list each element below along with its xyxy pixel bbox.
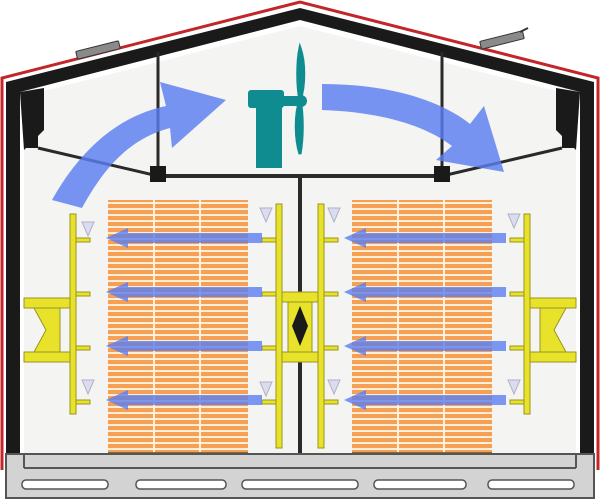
brace-right xyxy=(441,146,563,178)
humidifier-nozzle-icon xyxy=(81,379,95,396)
ceiling-structure xyxy=(37,52,563,468)
airflow-arrow-icon xyxy=(52,82,226,208)
humidifier-nozzle-icon xyxy=(327,379,341,396)
humidifier-nozzle-icon xyxy=(259,207,273,224)
fan-shaft xyxy=(282,96,300,106)
stack-airflow-right xyxy=(344,228,506,410)
airflow-arrow-icon xyxy=(344,282,506,302)
roof-cladding xyxy=(0,0,600,470)
heater-rail-icon xyxy=(275,203,283,449)
humidifier-nozzles xyxy=(81,207,521,398)
airflow-arrow-icon xyxy=(106,282,262,302)
fan-motor-icon xyxy=(256,100,282,168)
heater-rail-left xyxy=(23,213,91,415)
humidifier-nozzle-icon xyxy=(81,221,95,238)
diamond-damper-icon xyxy=(292,306,308,346)
heater-rail-icon xyxy=(69,213,77,415)
airflow-arrow-icon xyxy=(322,84,504,172)
humidifier-nozzle-icon xyxy=(507,379,521,396)
beam-joint-right xyxy=(434,166,450,182)
beam-joint-left xyxy=(150,166,166,182)
fan-hub xyxy=(295,95,307,107)
floor-vent-slots xyxy=(21,479,575,490)
fan-assembly xyxy=(248,42,307,168)
humidifier-nozzle-icon xyxy=(507,213,521,230)
airflow-arrow-icon xyxy=(344,336,506,356)
roof-vent-icon xyxy=(75,40,121,60)
airflow-arrow-icon xyxy=(106,228,262,248)
humidifier-nozzle-icon xyxy=(327,207,341,224)
airflow-arrow-icon xyxy=(344,228,506,248)
fan-motor-cap xyxy=(248,90,284,108)
roof-vent-icon xyxy=(479,27,529,50)
airflow-arrow-icon xyxy=(344,390,506,410)
airflow-arrow-icon xyxy=(106,390,262,410)
floor-base xyxy=(5,453,595,499)
heater-rail-right xyxy=(509,213,577,415)
wall-brackets xyxy=(20,88,580,150)
heater-rail-icon xyxy=(523,213,531,415)
stack-airflow-left xyxy=(106,228,262,410)
airflow-arrow-icon xyxy=(106,336,262,356)
humidifier-nozzle-icon xyxy=(259,381,273,398)
heater-rail-icon xyxy=(317,203,325,449)
